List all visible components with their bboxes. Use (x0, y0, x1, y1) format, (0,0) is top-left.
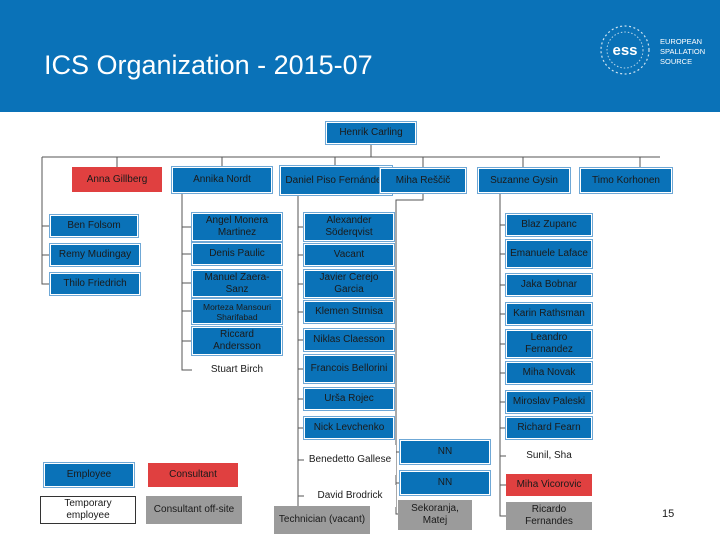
connector (41, 157, 50, 285)
member-box: Blaz Zupanc (506, 214, 592, 236)
member-box: Ben Folsom (50, 215, 138, 237)
member-box: Sekoranja, Matej (398, 500, 472, 530)
logo-text-line: SOURCE (660, 57, 693, 66)
member-box: Javier Cerejo Garcia (304, 270, 394, 298)
member-box: Niklas Claesson (304, 329, 394, 351)
connector (181, 192, 192, 371)
lead-miha-rescic: Miha Reščič (380, 168, 466, 193)
member-box: Jaka Bobnar (506, 274, 592, 296)
member-box: Karin Rathsman (506, 303, 592, 325)
member-box: Technician (vacant) (274, 506, 370, 534)
member-box: Leandro Fernandez (506, 330, 592, 358)
member-box: Nick Levchenko (304, 417, 394, 439)
connector (395, 193, 424, 515)
member-box: Richard Fearn (506, 417, 592, 439)
lead-anna-gillberg: Anna Gillberg (72, 167, 162, 192)
org-head: Henrik Carling (326, 122, 416, 144)
member-box: Ricardo Fernandes (506, 502, 592, 530)
logo-text-line: EUROPEAN (660, 37, 703, 46)
member-box: Miroslav Paleski (506, 391, 592, 413)
member-box: NN (400, 471, 490, 495)
member-box: Emanuele Laface (506, 240, 592, 268)
logo-text-line: SPALLATION (660, 47, 706, 56)
ess-logo: ess EUROPEAN SPALLATION SOURCE (594, 20, 714, 80)
member-box: Morteza Mansouri Sharifabad (192, 299, 282, 324)
legend-consultant-offsite: Consultant off-site (146, 496, 242, 524)
page-number: 15 (662, 508, 675, 520)
member-box: Miha Novak (506, 362, 592, 384)
member-box: Angel Monera Martinez (192, 213, 282, 241)
logo-text: EUROPEAN SPALLATION SOURCE (660, 37, 716, 67)
member-box: NN (400, 440, 490, 464)
member-box: Alexander Söderqvist (304, 213, 394, 241)
member-box: Francois Bellorini (304, 355, 394, 383)
member-box: David Brodrick (304, 485, 396, 507)
member-box: Manuel Zaera-Sanz (192, 270, 282, 297)
legend-consultant: Consultant (148, 463, 238, 487)
connector (499, 193, 506, 517)
lead-annika-nordt: Annika Nordt (172, 167, 272, 193)
member-box: Vacant (304, 244, 394, 266)
slide-title: ICS Organization - 2015-07 (44, 50, 373, 80)
legend-temporary-border (40, 496, 136, 524)
member-box: Miha Vicorovic (506, 474, 592, 496)
slide-header (0, 0, 720, 112)
member-box: Denis Paulic (192, 243, 282, 265)
ess-logo-icon: ess (600, 25, 650, 75)
member-box: Remy Mudingay (50, 244, 140, 266)
member-box: Thilo Friedrich (50, 273, 140, 295)
member-box: Riccard Andersson (192, 327, 282, 355)
lead-suzanne-gysin: Suzanne Gysin (478, 168, 570, 193)
lead-timo-korhonen: Timo Korhonen (580, 168, 672, 193)
member-box: Urša Rojec (304, 388, 394, 410)
member-box: Sunil, Sha (506, 445, 592, 467)
lead-daniel-piso: Daniel Piso Fernández (280, 166, 392, 195)
member-box: Stuart Birch (192, 359, 282, 381)
member-box: Benedetto Gallese (304, 445, 396, 475)
logo-mark-text: ess (612, 42, 637, 59)
legend-employee: Employee (44, 463, 134, 487)
member-box: Klemen Strnisa (304, 301, 394, 323)
